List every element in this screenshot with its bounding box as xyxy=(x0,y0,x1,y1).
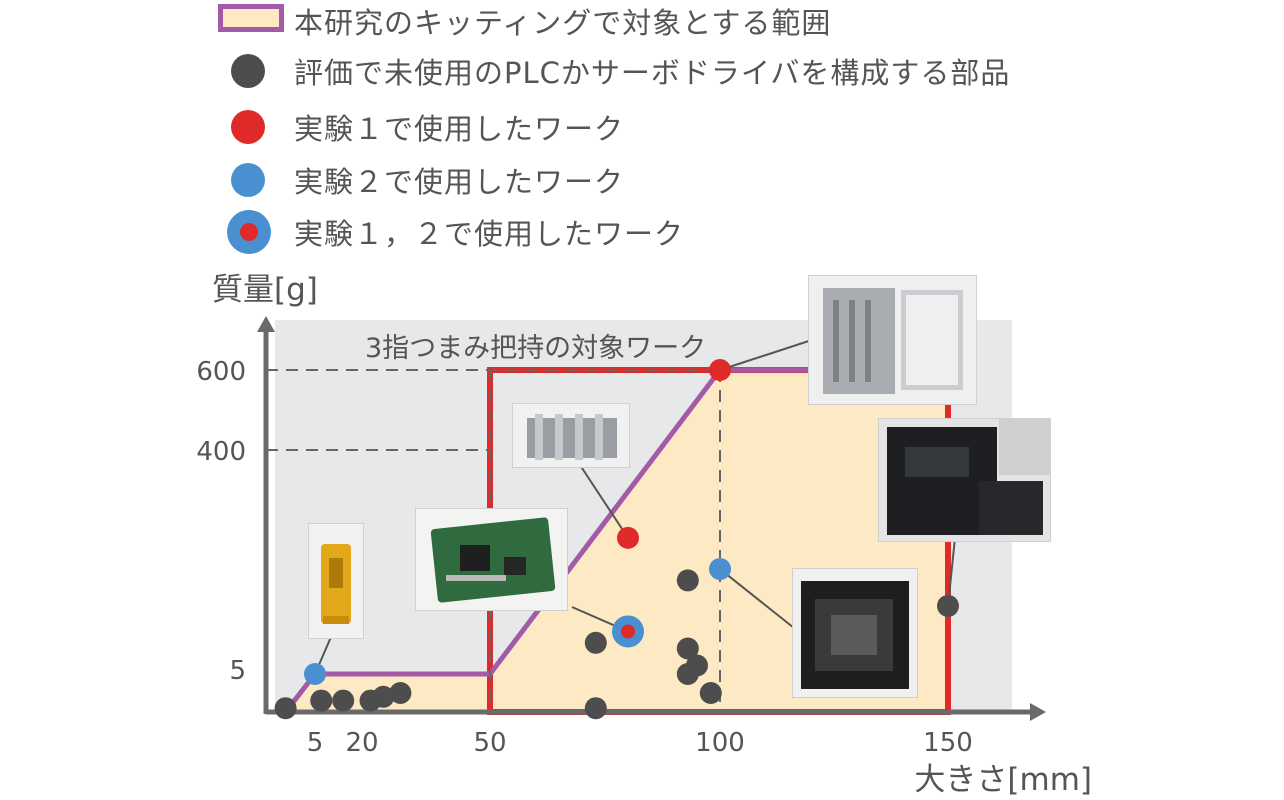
y-axis-arrow xyxy=(257,316,275,332)
x-tick-label: 50 xyxy=(473,728,506,758)
gray-point xyxy=(699,682,722,704)
heatsink-photo xyxy=(512,403,630,468)
y-axis-title: 質量[g] xyxy=(212,272,318,308)
gray-point xyxy=(937,594,959,617)
blue-point xyxy=(709,558,731,581)
gray-point xyxy=(389,682,412,704)
servo-driver-photo xyxy=(878,418,1051,542)
legend-red-label: 実験１で使用したワーク xyxy=(294,112,625,146)
yellow-connector-photo xyxy=(308,523,364,639)
gray-point xyxy=(332,689,355,712)
gray-point xyxy=(686,654,708,677)
photo-leader-line xyxy=(719,568,795,629)
black-housing-photo xyxy=(792,568,918,698)
gray-point xyxy=(274,697,297,720)
region-annotation: 3指つまみ把持の対象ワーク xyxy=(365,333,706,364)
x-tick-label: 5 xyxy=(307,728,324,758)
kitting-range-fill xyxy=(285,370,949,712)
circuit-board-photo xyxy=(415,508,568,611)
red-point xyxy=(709,359,731,381)
legend-both-label: 実験１，２で使用したワーク xyxy=(294,217,685,251)
gray-point xyxy=(676,637,699,660)
legend-gray-marker xyxy=(231,54,265,88)
both-point-inner xyxy=(621,624,635,639)
x-tick-label: 100 xyxy=(695,728,745,758)
aluminum-frame-photo xyxy=(808,275,977,405)
gray-point xyxy=(372,685,395,708)
photo-leader-line xyxy=(577,461,629,539)
x-tick-label: 20 xyxy=(345,728,378,758)
legend: 本研究のキッティングで対象とする範囲 評価で未使用のPLCかサーボドライバを構成… xyxy=(214,0,1114,260)
legend-red-marker xyxy=(231,110,265,144)
gray-point xyxy=(584,697,607,720)
legend-blue-marker xyxy=(231,163,265,197)
legend-item-range: 本研究のキッティングで対象とする範囲 xyxy=(214,0,831,46)
legend-range-swatch xyxy=(218,4,284,32)
x-tick-label: 150 xyxy=(923,728,973,758)
legend-blue-label: 実験２で使用したワーク xyxy=(294,165,625,199)
y-tick-label: 5 xyxy=(229,656,246,686)
y-tick-label: 600 xyxy=(196,357,246,387)
legend-item-gray: 評価で未使用のPLCかサーボドライバを構成する部品 xyxy=(214,46,1010,96)
gray-point xyxy=(310,689,333,712)
x-axis-arrow xyxy=(1030,703,1046,721)
y-tick-label: 400 xyxy=(196,437,246,467)
photo-leader-line xyxy=(719,337,819,371)
blue-point xyxy=(304,663,326,685)
red-point xyxy=(617,526,639,549)
gray-point xyxy=(676,569,699,592)
legend-gray-label: 評価で未使用のPLCかサーボドライバを構成する部品 xyxy=(294,56,1011,90)
legend-item-both: 実験１，２で使用したワーク xyxy=(214,207,684,257)
legend-both-marker-inner xyxy=(240,223,258,241)
legend-item-red: 実験１で使用したワーク xyxy=(214,102,624,152)
x-axis-title: 大きさ[mm] xyxy=(914,762,1092,798)
legend-item-blue: 実験２で使用したワーク xyxy=(214,155,624,205)
gray-point xyxy=(584,631,607,654)
legend-range-label: 本研究のキッティングで対象とする範囲 xyxy=(294,6,832,40)
